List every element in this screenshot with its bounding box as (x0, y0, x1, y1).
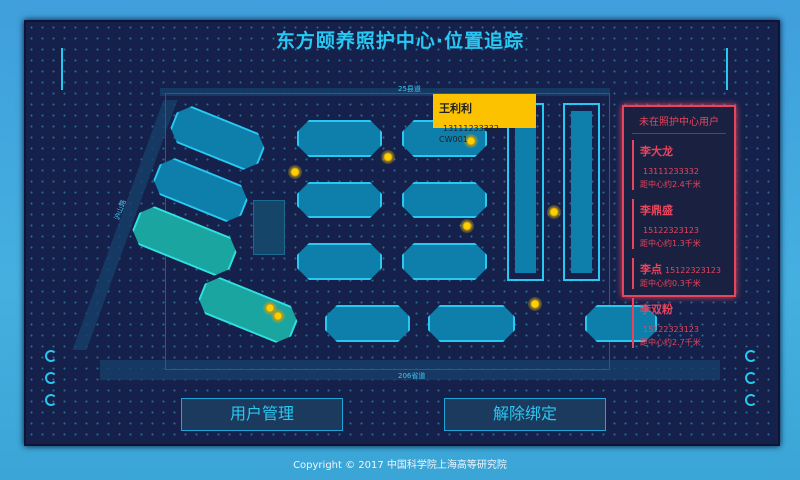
building-tall[interactable] (563, 103, 600, 281)
building[interactable] (297, 243, 382, 280)
building[interactable] (297, 182, 382, 218)
copyright: Copyright © 2017 中国科学院上海高等研究院 (293, 460, 507, 471)
user-item[interactable]: 李大龙 13111233332 距中心约2.4千米 (632, 140, 726, 190)
building[interactable] (428, 305, 515, 342)
tooltip-phone: 13111233332 (443, 124, 499, 133)
user-name: 李鼎盛 (640, 204, 673, 217)
location-marker[interactable] (288, 165, 302, 179)
user-phone: 13111233332 (643, 167, 699, 176)
location-marker[interactable] (528, 297, 542, 311)
user-name: 李点 (640, 263, 662, 276)
user-distance: 距中心约2.7千米 (640, 338, 701, 347)
offsite-users-panel: 未在照护中心用户 李大龙 13111233332 距中心约2.4千米 李鼎盛 1512… (622, 105, 736, 348)
circle-decor-icon (745, 394, 757, 406)
user-name: 李大龙 (640, 145, 673, 158)
unbind-button[interactable]: 解除绑定 (444, 398, 606, 431)
panel-title: 未在照护中心用户 (632, 113, 726, 134)
road-label-bottom: 206省道 (398, 372, 426, 380)
building[interactable] (585, 305, 657, 342)
building[interactable] (297, 120, 382, 157)
road-206 (100, 360, 720, 380)
decor-line (726, 48, 728, 90)
building[interactable] (325, 305, 410, 342)
user-phone: 15122323123 (665, 266, 721, 275)
circle-decor-icon (745, 372, 757, 384)
decor-line (61, 48, 63, 90)
small-building (253, 200, 285, 255)
user-distance: 距中心约0.3千米 (640, 279, 701, 288)
user-distance: 距中心约1.3千米 (640, 239, 701, 248)
tooltip-code: CW001 (439, 135, 468, 144)
location-marker[interactable] (460, 219, 474, 233)
location-marker[interactable] (271, 309, 285, 323)
road-25 (160, 88, 610, 96)
building[interactable] (402, 243, 487, 280)
tooltip-name: 王利利 (439, 102, 472, 115)
user-item[interactable]: 李双粉 15122323123 距中心约2.7千米 (632, 298, 726, 348)
building[interactable] (402, 182, 487, 218)
location-marker[interactable] (464, 134, 478, 148)
circle-decor-icon (45, 372, 57, 384)
location-marker[interactable] (547, 205, 561, 219)
user-phone: 15122323123 (643, 226, 699, 235)
circle-decor-icon (45, 394, 57, 406)
page-title: 东方颐养照护中心·位置追踪 (275, 30, 525, 52)
user-management-button[interactable]: 用户管理 (181, 398, 343, 431)
user-item[interactable]: 李鼎盛 15122323123 距中心约1.3千米 (632, 199, 726, 249)
user-tooltip: 王利利 13111233332 CW001 (433, 94, 536, 144)
circle-decor-icon (745, 350, 757, 362)
user-distance: 距中心约2.4千米 (640, 180, 701, 189)
user-name: 李双粉 (640, 303, 673, 316)
user-phone: 15122323123 (643, 325, 699, 334)
circle-decor-icon (45, 350, 57, 362)
road-label-top: 25县道 (398, 85, 421, 93)
location-marker[interactable] (381, 150, 395, 164)
